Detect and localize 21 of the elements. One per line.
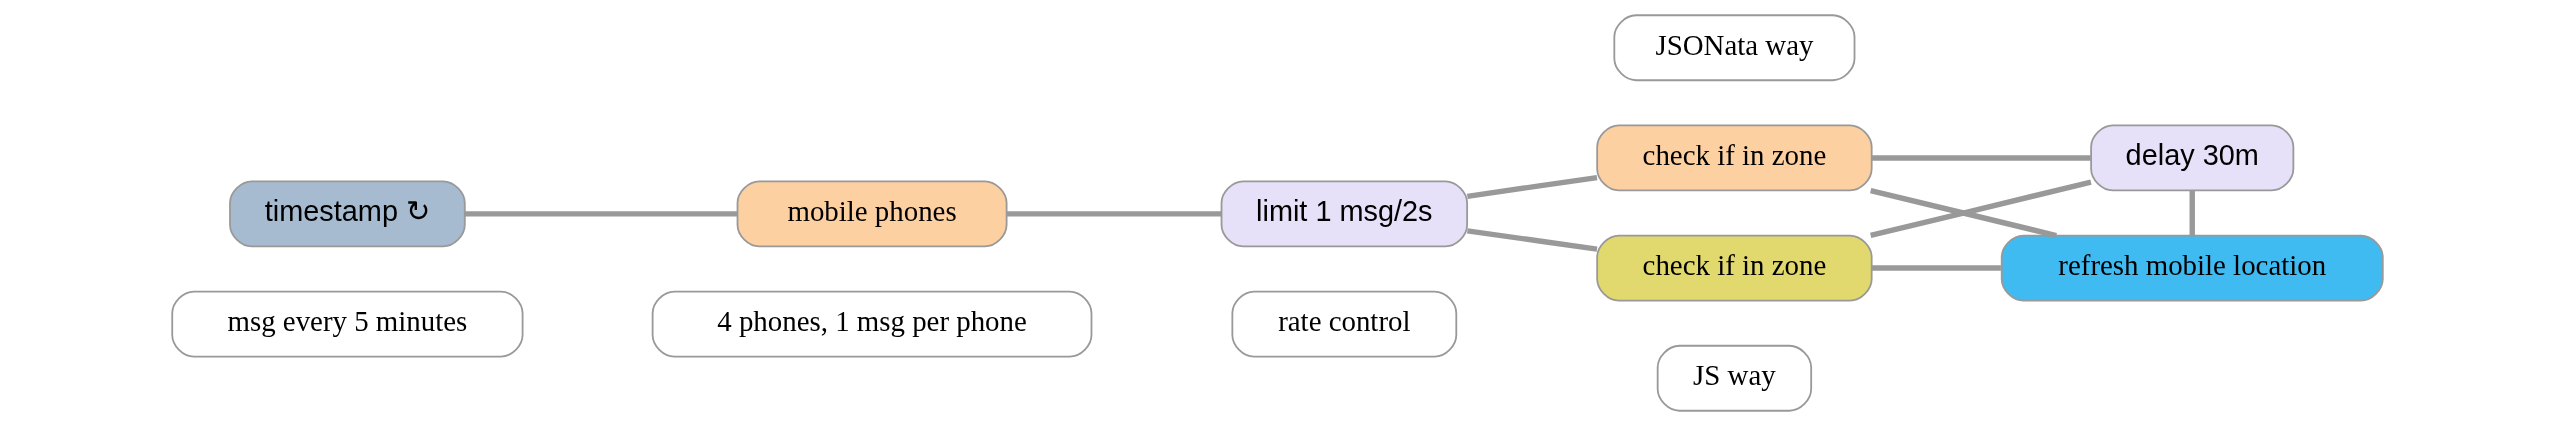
- connector: [1466, 174, 1598, 200]
- node-box: rate control: [1231, 290, 1458, 358]
- node-box: timestamp ↻: [229, 180, 466, 248]
- connector: [1870, 179, 2092, 239]
- node-box: JS way: [1656, 344, 1813, 412]
- connector: [2189, 190, 2195, 236]
- node-box: refresh mobile location: [2000, 234, 2384, 302]
- node-box: 4 phones, 1 msg per phone: [651, 290, 1093, 358]
- connector: [1870, 187, 2057, 239]
- connector: [1871, 155, 2091, 161]
- node-box: mobile phones: [736, 180, 1008, 248]
- node-box: check if in zone: [1596, 124, 1873, 192]
- connector: [1466, 228, 1598, 252]
- connector: [1871, 265, 2001, 271]
- node-box: check if in zone: [1596, 234, 1873, 302]
- connector: [464, 211, 738, 217]
- node-box: delay 30m: [2090, 124, 2295, 192]
- node-box: limit 1 msg/2s: [1220, 180, 1469, 248]
- connector: [1006, 211, 1222, 217]
- node-box: JSONata way: [1613, 14, 1856, 82]
- node-box: msg every 5 minutes: [171, 290, 524, 358]
